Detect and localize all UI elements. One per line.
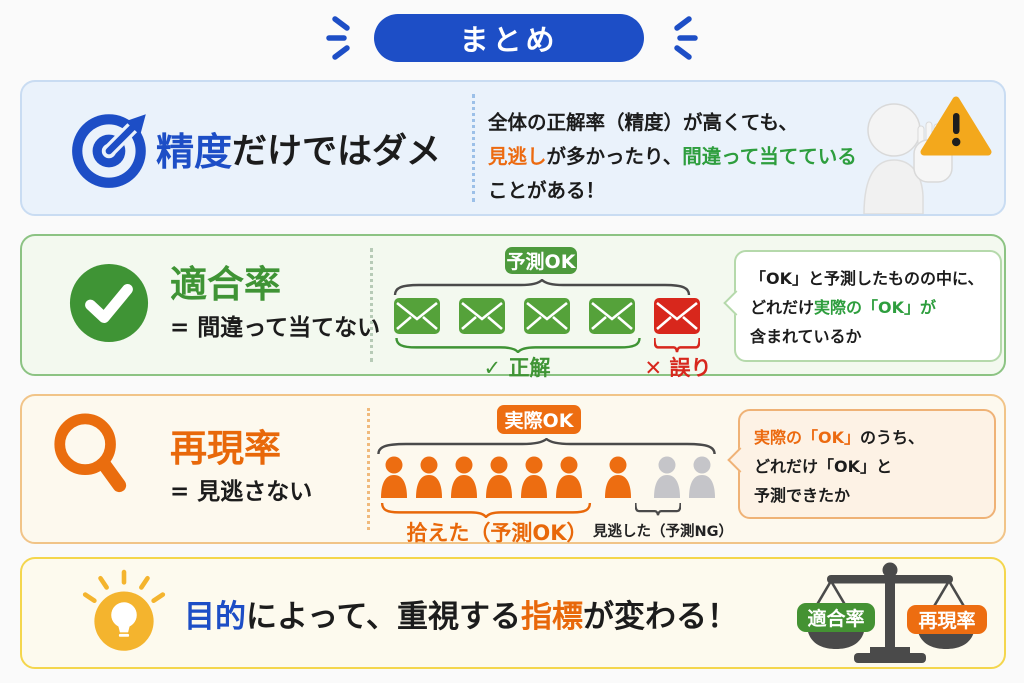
missed-brace: [635, 503, 681, 516]
found-person-icon: [416, 456, 442, 498]
desc-line2: 見逃しが多かったり、間違って当てている: [488, 145, 857, 168]
divider: [370, 248, 373, 362]
summary-badge: まとめ: [374, 14, 644, 62]
precision-bubble: 「OK」と予測したものの中に、 どれだけ実際の「OK」が 含まれているか: [734, 250, 1002, 362]
accuracy-panel: 精度だけではダメ 全体の正解率（精度）が高くても、 見逃しが多かったり、間違って…: [20, 80, 1006, 216]
found-caption: 拾えた（予測OK）: [406, 521, 588, 545]
x-mark-icon: ✕: [644, 356, 663, 380]
wrong-envelope-icon: [654, 298, 700, 334]
warning-triangle-icon: [920, 96, 992, 156]
correct-caption: ✓ 正解: [483, 356, 551, 380]
missed-person-icon: [654, 456, 680, 498]
desc-line3: ことがある！: [488, 179, 606, 202]
desc-line1: 全体の正解率（精度）が高くても、: [488, 111, 798, 134]
sparkle-right-icon: [674, 16, 698, 60]
precision-title: 適合率: [170, 263, 281, 306]
found-person-icon: [556, 456, 582, 498]
found-person-icon: [381, 456, 407, 498]
scale-precision-label: 適合率: [797, 603, 875, 632]
precision-subtitle: = 間違って当てない: [170, 315, 381, 341]
metric-highlight: 指標: [520, 598, 583, 635]
envelope-row: [394, 298, 700, 334]
divider: [367, 408, 370, 530]
found-brace: [380, 503, 592, 518]
conclusion-text: 目的によって、重視する指標が変わる！: [184, 559, 738, 667]
accuracy-description: 全体の正解率（精度）が高くても、 見逃しが多かったり、間違って当てている ことが…: [488, 106, 857, 208]
found-person-icon: [451, 456, 477, 498]
sparkle-left-icon: [326, 16, 350, 60]
lightbulb-icon: [82, 569, 166, 651]
check-circle-icon: [69, 263, 149, 343]
wrong-brace: [654, 338, 700, 353]
purpose-highlight: 目的: [184, 598, 246, 635]
accuracy-title-highlight: 精度: [156, 129, 233, 174]
conclusion-panel: 目的によって、重視する指標が変わる！ 適合率 再現率: [20, 557, 1006, 669]
correct-envelope-icon: [394, 298, 440, 334]
divider: [472, 94, 475, 202]
people-row: [380, 456, 716, 498]
correct-brace: [394, 338, 642, 353]
precision-panel: 適合率 = 間違って当てない 予測OK ✓ 正解 ✕ 誤り 「OK」と予測したも…: [20, 234, 1006, 380]
missed-person-icon: [689, 456, 715, 498]
wrong-hit-highlight: 間違って当てている: [682, 145, 857, 168]
top-brace: [375, 438, 718, 454]
magnifier-icon: [54, 413, 127, 493]
recall-bubble: 実際の「OK」のうち、 どれだけ「OK」と 予測できたか: [738, 409, 996, 519]
recall-subtitle: = 見逃さない: [170, 479, 313, 505]
predicted-ok-label: 予測OK: [505, 247, 577, 274]
accuracy-title: 精度だけではダメ: [156, 82, 441, 214]
miss-highlight: 見逃し: [488, 145, 547, 168]
wrong-caption: ✕ 誤り: [644, 356, 712, 380]
correct-envelope-icon: [524, 298, 570, 334]
found-person-icon: [486, 456, 512, 498]
recall-panel: 再現率 = 見逃さない 実際OK 拾えた（予測OK） 見逃した（予測NG） 実際: [20, 394, 1006, 545]
correct-envelope-icon: [589, 298, 635, 334]
found-person-icon: [605, 456, 631, 498]
target-icon: [72, 114, 146, 188]
recall-title: 再現率: [170, 427, 281, 470]
actual-ok-label: 実際OK: [497, 405, 581, 434]
check-mark-icon: ✓: [483, 356, 502, 380]
correct-envelope-icon: [459, 298, 505, 334]
found-person-icon: [521, 456, 547, 498]
accuracy-title-rest: だけではダメ: [232, 131, 441, 172]
scale-recall-label: 再現率: [907, 605, 987, 634]
missed-caption: 見逃した（予測NG）: [593, 524, 734, 540]
header: まとめ: [0, 0, 1024, 72]
top-brace: [392, 279, 692, 295]
